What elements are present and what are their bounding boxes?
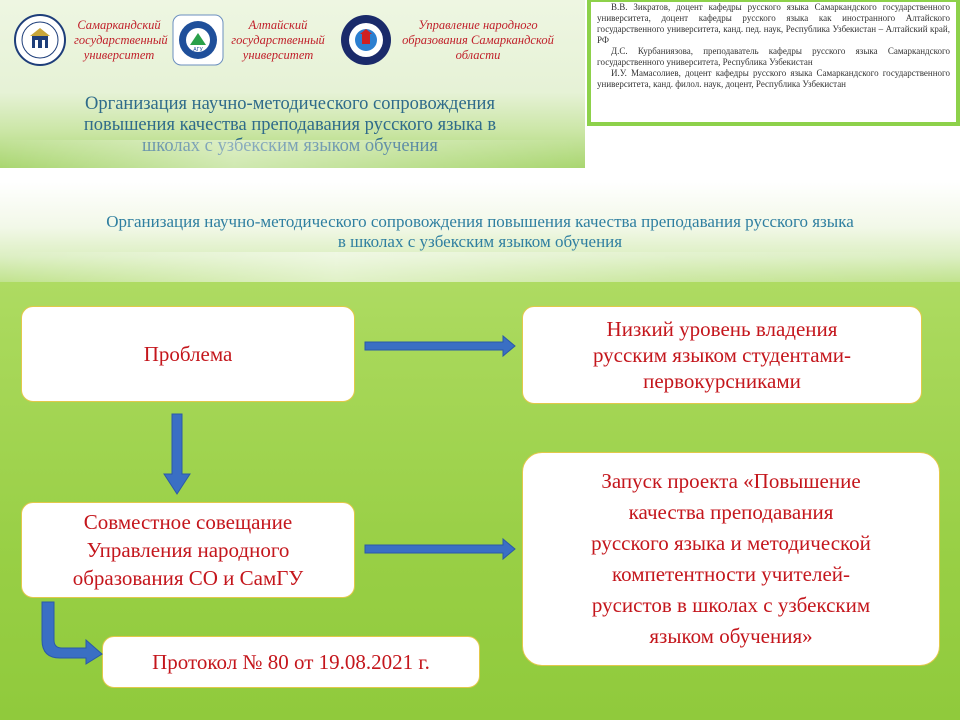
top-banner: Самаркандский государственный университе… [0, 0, 585, 168]
project-box: Запуск проекта «Повышение качества препо… [522, 452, 940, 666]
agu-logo-icon: АГУ [172, 14, 224, 66]
main-slide-header: Организация научно-методического сопрово… [0, 182, 960, 282]
university-name-samsu: Самаркандский государственный университе… [74, 18, 168, 62]
arrow-down-icon [163, 413, 191, 495]
low-level-box: Низкий уровень владения русским языком с… [522, 306, 922, 404]
arrow-bent-icon [41, 601, 103, 665]
university-name-region: Управление народного образования Самарка… [402, 18, 554, 62]
author-kurbaniyazova: Д.С. Курбаниязова, преподаватель кафедры… [597, 46, 950, 67]
top-banner-title: Организация научно-методического сопрово… [83, 94, 497, 156]
authors-panel: В.В. Зикратов, доцент кафедры русского я… [587, 0, 960, 126]
meeting-box: Совместное совещание Управления народног… [21, 502, 355, 598]
authors-text: В.В. Зикратов, доцент кафедры русского я… [591, 2, 956, 122]
logo-row: Самаркандский государственный университе… [0, 6, 585, 70]
author-zikratov: В.В. Зикратов, доцент кафедры русского я… [597, 2, 950, 45]
main-slide: Организация научно-методического сопрово… [0, 182, 960, 720]
university-name-agu: Алтайский государственный университет [231, 18, 325, 62]
arrow-right-icon [364, 334, 516, 358]
samarkand-region-logo-icon [340, 14, 392, 66]
arrow-right-icon [364, 537, 516, 561]
samsu-logo-icon [14, 14, 66, 66]
problem-box: Проблема [21, 306, 355, 402]
author-mamasoliev: И.У. Мамасолиев, доцент кафедры русского… [597, 68, 950, 89]
main-slide-title: Организация научно-методического сопрово… [106, 212, 854, 251]
svg-text:АГУ: АГУ [193, 47, 203, 53]
protocol-box: Протокол № 80 от 19.08.2021 г. [102, 636, 480, 688]
